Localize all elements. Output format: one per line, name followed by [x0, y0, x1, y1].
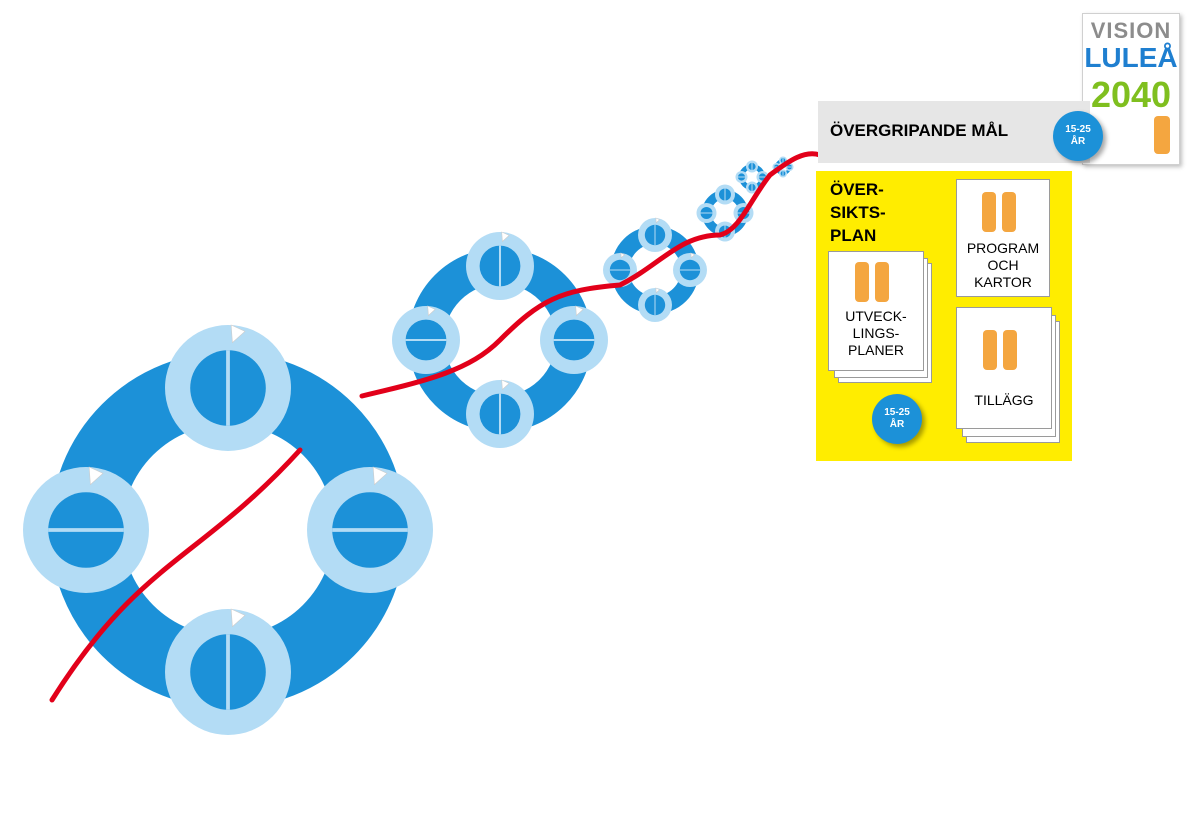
cycle-phase-node	[779, 169, 787, 178]
flag-icon	[230, 608, 246, 628]
cycle-phase-node	[603, 252, 637, 287]
vision-lulea-2040-card: VISION LULEÅ 2040	[1082, 13, 1180, 165]
plan-duration-unit: ÅR	[889, 419, 905, 430]
plan-title-line-1: ÖVER-	[830, 180, 884, 199]
document-icon	[875, 262, 889, 302]
flag-icon	[620, 252, 626, 259]
cycle-phase-node	[307, 466, 433, 593]
cycle-phase-node	[165, 608, 291, 735]
vision-city: LULEÅ	[1084, 42, 1178, 73]
document-icon	[983, 330, 997, 370]
cycle-phase-node	[23, 466, 149, 593]
cycle-phase-node	[696, 203, 717, 223]
plan-title-line-2: SIKTS-	[830, 203, 886, 222]
supplements-label: TILLÄGG	[974, 392, 1034, 408]
plan-duration-range: 15-25	[884, 407, 910, 418]
development-plans-document: UTVECK- LINGS- PLANER	[828, 251, 924, 371]
document-icon	[1002, 192, 1016, 232]
cycle-phase-node	[746, 181, 758, 194]
document-icon	[1003, 330, 1017, 370]
cycle-phase-node	[466, 379, 534, 448]
plan-duration-badge: 15-25 ÅR	[872, 394, 922, 444]
vision-year: 2040	[1090, 74, 1172, 115]
cycle-phase-node	[673, 252, 707, 287]
programs-maps-line-3: KARTOR	[974, 274, 1032, 290]
flag-icon	[690, 252, 696, 259]
cycle-phase-node	[638, 217, 672, 252]
development-plans-line-1: UTVECK-	[845, 308, 907, 324]
overarching-goals-label: ÖVERGRIPANDE MÅL	[830, 121, 1009, 140]
flag-icon	[230, 324, 246, 344]
programs-maps-document: PROGRAM OCH KARTOR	[956, 179, 1050, 297]
flag-icon	[372, 466, 388, 486]
development-plans-line-3: PLANER	[847, 342, 905, 358]
cycle-phase-node	[165, 324, 291, 451]
document-icon	[855, 262, 869, 302]
programs-maps-line-2: OCH	[987, 257, 1019, 273]
programs-maps-line-1: PROGRAM	[966, 240, 1040, 256]
cycle-phase-node	[735, 171, 748, 183]
plan-title-line-3: PLAN	[830, 226, 877, 245]
cycle-phase-node	[466, 231, 534, 300]
supplements-document: TILLÄGG	[956, 307, 1052, 429]
cycle-phase-node	[715, 184, 735, 205]
cycle-phase-node	[638, 287, 672, 322]
flag-icon	[427, 305, 436, 317]
overarching-goals-band: ÖVERGRIPANDE MÅL	[818, 101, 1090, 163]
cycle-phase-node	[540, 305, 608, 374]
cycle-phase-node	[392, 305, 460, 374]
vision-title: VISION	[1090, 18, 1172, 43]
development-plans-line-2: LINGS-	[852, 325, 900, 341]
flag-icon	[501, 379, 510, 391]
flag-icon	[655, 217, 661, 224]
flag-icon	[575, 305, 584, 317]
flag-icon	[501, 231, 510, 243]
goal-duration-badge: 15-25 ÅR	[1053, 111, 1103, 161]
vision-document-icon	[1154, 116, 1170, 154]
flag-icon	[88, 466, 104, 486]
progress-path	[49, 151, 823, 703]
cycle-phase-node	[746, 160, 758, 173]
comprehensive-plan-panel: ÖVER- SIKTS- PLAN UTVECK- LINGS- PLANER …	[816, 171, 1072, 461]
flag-icon	[655, 287, 661, 294]
document-icon	[982, 192, 996, 232]
goal-duration-range: 15-25	[1065, 124, 1091, 135]
goal-duration-unit: ÅR	[1070, 136, 1086, 147]
